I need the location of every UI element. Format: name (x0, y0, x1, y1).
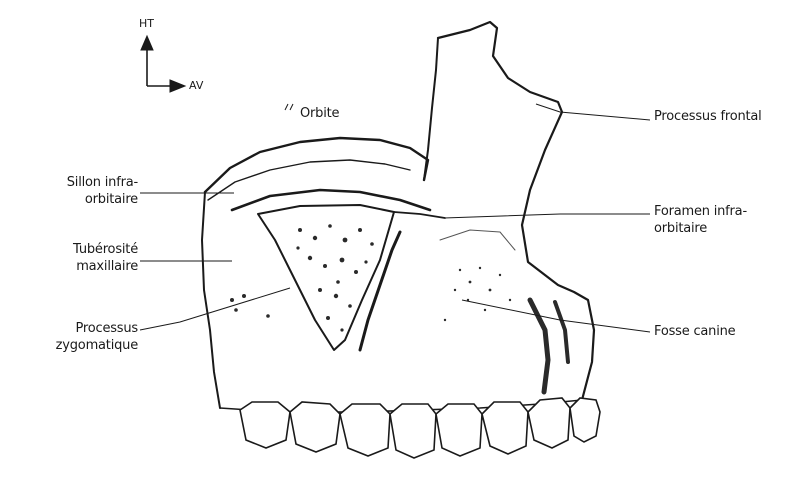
label-tuberosite-maxillaire: Tubérosité maxillaire (20, 241, 138, 275)
orbit-marker (285, 104, 293, 110)
label-foramen-line2: orbitaire (654, 220, 747, 237)
maxilla-bone (202, 22, 594, 412)
label-foramen-line1: Foramen infra- (654, 203, 747, 220)
label-zygomatique-line1: Processus (20, 320, 138, 337)
orientation-forward-label: AV (189, 80, 203, 92)
label-processus-frontal: Processus frontal (654, 108, 762, 125)
label-fosse-canine: Fosse canine (654, 323, 735, 340)
label-foramen-infraorbitaire: Foramen infra- orbitaire (654, 203, 747, 237)
leader-lines (140, 104, 650, 332)
orientation-up-label: HT (139, 18, 154, 30)
label-sillon-line1: Sillon infra- (20, 174, 138, 191)
teeth (240, 398, 600, 458)
label-processus-zygomatique: Processus zygomatique (20, 320, 138, 354)
label-sillon-line2: orbitaire (20, 191, 138, 208)
label-tuberosite-line2: maxillaire (20, 258, 138, 275)
label-sillon-infraorbitaire: Sillon infra- orbitaire (20, 174, 138, 208)
label-orbite: Orbite (300, 105, 339, 122)
label-zygomatique-line2: zygomatique (20, 337, 138, 354)
label-tuberosite-line1: Tubérosité (20, 241, 138, 258)
orientation-arrows (141, 36, 185, 92)
